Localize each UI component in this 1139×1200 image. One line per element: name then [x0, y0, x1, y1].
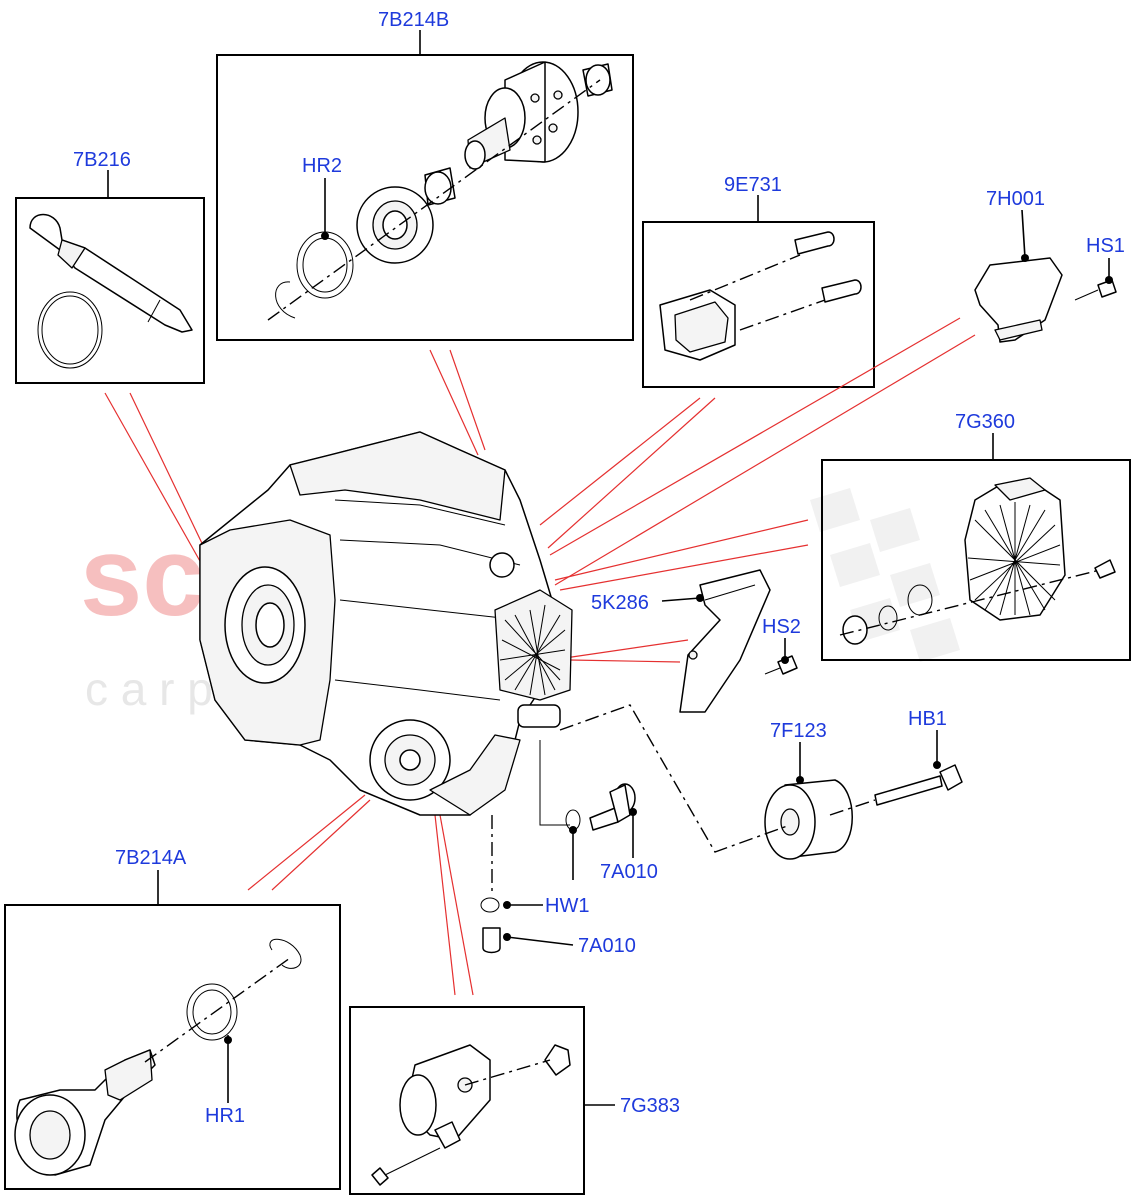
- label-7G383[interactable]: 7G383: [620, 1095, 680, 1117]
- actuator-motor-icon: [842, 477, 1116, 645]
- label-7B214B[interactable]: 7B214B: [378, 9, 449, 31]
- label-7A010-upper[interactable]: 7A010: [600, 861, 658, 883]
- label-HS1[interactable]: HS1: [1086, 235, 1125, 257]
- label-HR1[interactable]: HR1: [205, 1105, 245, 1127]
- bolt-icon: [1074, 279, 1117, 301]
- bracket-icon: [679, 569, 771, 713]
- checkered-flag-icon: [810, 488, 960, 662]
- transfer-case-icon: [199, 431, 573, 816]
- bracket-icon: [974, 257, 1063, 343]
- label-HW1[interactable]: HW1: [545, 895, 589, 917]
- label-HR2[interactable]: HR2: [302, 155, 342, 177]
- axis-7A010-a: [539, 740, 570, 826]
- sensor-icon: [371, 1044, 571, 1186]
- box-7B214A: [4, 904, 341, 1190]
- circlip-icon: [275, 231, 354, 319]
- output-flange-icon: [464, 61, 579, 170]
- label-HS2[interactable]: HS2: [762, 616, 801, 638]
- axis-9E731-b: [739, 299, 826, 331]
- bolt-icon: [874, 764, 963, 806]
- bushing-icon: [565, 783, 636, 831]
- label-7G360[interactable]: 7G360: [955, 411, 1015, 433]
- callout-lines: [104, 317, 976, 996]
- bushing-icon: [764, 779, 853, 860]
- label-7B214A[interactable]: 7B214A: [115, 847, 187, 869]
- label-HB1[interactable]: HB1: [908, 708, 947, 730]
- washer-icon: [480, 897, 500, 913]
- axis-7B214A: [144, 957, 291, 1063]
- bearing-icon: [356, 63, 613, 264]
- label-5K286[interactable]: 5K286: [591, 592, 649, 614]
- axis-9E731-a: [689, 254, 801, 301]
- o-ring-icon: [37, 291, 103, 369]
- axis-7F123: [559, 704, 791, 853]
- box-7G360: [821, 459, 1131, 661]
- sealant-tube-icon: [29, 213, 193, 333]
- bolt-icon: [764, 655, 798, 675]
- axis-7G383: [464, 1059, 551, 1086]
- output-flange-icon: [14, 1049, 156, 1176]
- axis-7G360: [839, 569, 1101, 636]
- box-7B214B: [216, 54, 634, 341]
- axis-HB1: [829, 799, 876, 816]
- label-7H001[interactable]: 7H001: [986, 188, 1045, 210]
- part-labels: 7B214B 7B216 HR2 9E731 7H001 HS1 7G360 5…: [73, 9, 1125, 1127]
- leader-lines: [107, 30, 1113, 1106]
- circlip-icon: [186, 938, 302, 1041]
- label-7B216[interactable]: 7B216: [73, 149, 131, 171]
- box-7B216: [15, 197, 205, 384]
- label-9E731[interactable]: 9E731: [724, 174, 782, 196]
- label-7F123[interactable]: 7F123: [770, 720, 827, 742]
- plug-icon: [482, 927, 501, 954]
- label-7A010-lower[interactable]: 7A010: [578, 935, 636, 957]
- box-7G383: [349, 1006, 585, 1195]
- sensor-icon: [659, 231, 862, 361]
